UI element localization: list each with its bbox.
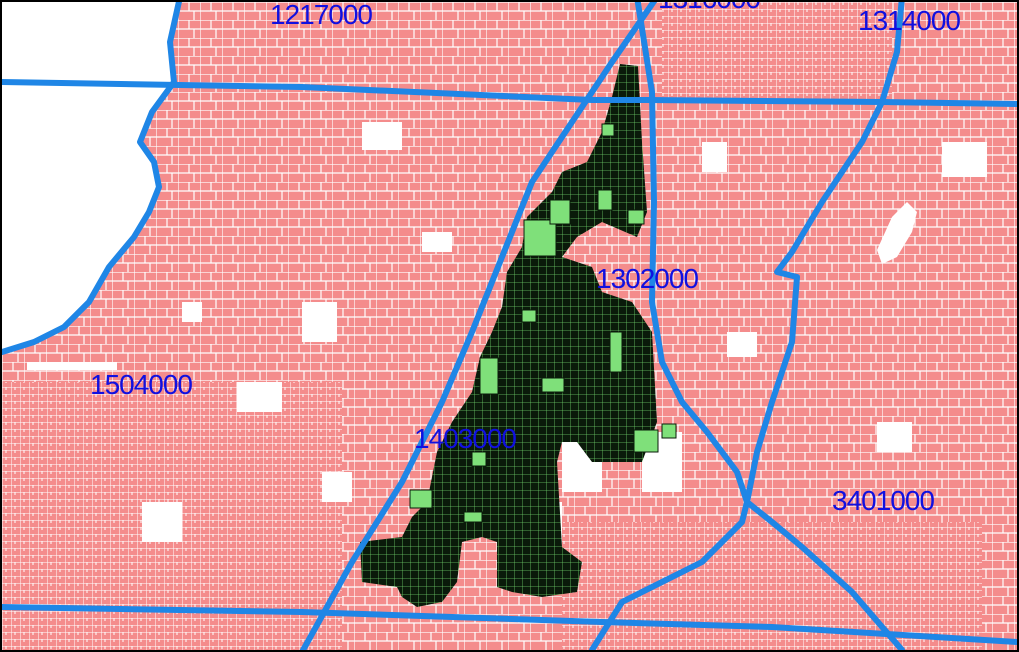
water-body-west [2,2,177,350]
selected-parcels-green [409,123,677,523]
boundary-south-road [2,604,1017,645]
parcel-dense-area-south [562,522,982,650]
selected-parcels-region[interactable] [360,64,657,607]
zone-label-1504000: 1504000 [90,369,192,400]
zone-label-1217000: 1217000 [270,2,372,30]
boundary-center-north [589,2,750,650]
zone-label-1316000-partial: 1316000 [658,2,760,14]
zone-label-1403000: 1403000 [414,423,516,454]
parcel-dense-area-northeast [662,2,892,102]
zone-labels: 1217000 1316000 1314000 1302000 1504000 … [90,2,961,516]
boundary-southeast [744,499,905,650]
zone-label-1314000: 1314000 [858,5,960,36]
boundary-north-road [2,79,1017,107]
lake-east [877,202,917,264]
zone-label-1302000: 1302000 [596,263,698,294]
boundary-east-curve [744,2,905,505]
zone-label-3401000: 3401000 [832,485,934,516]
boundary-diagonal-center [299,2,658,650]
